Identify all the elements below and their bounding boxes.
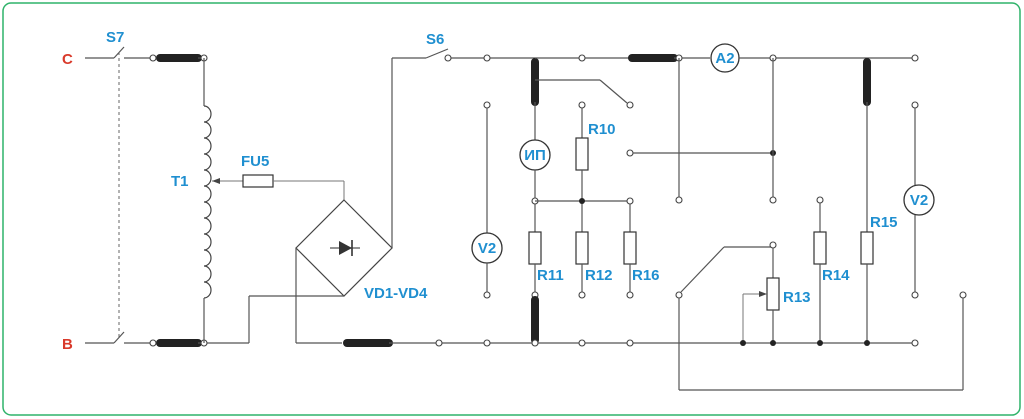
voltmeter-v2-right-label: V2: [910, 192, 928, 209]
input-section: [85, 46, 345, 347]
resistor-r10: [575, 137, 589, 171]
resistor-r14: [813, 231, 827, 265]
terminal-c-label: C: [62, 51, 73, 68]
resistor-r12: [575, 231, 589, 265]
bottom-rail: [343, 339, 919, 347]
resistor-r15-label: R15: [870, 214, 898, 231]
switch-selector-blade: [599, 79, 628, 104]
top-rail: [425, 43, 919, 106]
switch-r13-blade: [680, 246, 725, 293]
resistor-r11-label: R11: [537, 267, 564, 284]
measurement-section: [471, 58, 967, 391]
rectifier-label: VD1-VD4: [364, 285, 428, 302]
meter-ip-label: ИП: [524, 147, 546, 164]
r13-wiper-arrow: [759, 291, 767, 297]
switch-s7-label: S7: [106, 29, 124, 46]
transformer-t1-label: T1: [171, 173, 189, 190]
switch-s6-blade: [425, 48, 449, 59]
fuse-fu5: [242, 174, 274, 188]
resistor-r10-label: R10: [588, 121, 616, 138]
terminal-b-label: B: [62, 336, 73, 353]
resistor-r11: [528, 231, 542, 265]
fuse-fu5-label: FU5: [241, 153, 269, 170]
labels: C B S7 S6 T1 FU5 VD1-VD4 ИП A2 V2 V2 R10…: [62, 29, 928, 353]
resistor-r16-label: R16: [632, 267, 660, 284]
switch-s7-lower-blade: [113, 331, 125, 344]
resistor-r16: [623, 231, 637, 265]
resistor-r14-label: R14: [822, 267, 850, 284]
resistor-r13: [766, 277, 780, 311]
diode-icon: [339, 241, 352, 255]
rectifier-vd1-vd4: [248, 57, 426, 344]
voltmeter-v2-right: [903, 184, 935, 216]
switch-s6-label: S6: [426, 31, 444, 48]
resistor-r12-label: R12: [585, 267, 613, 284]
resistor-r13-label: R13: [783, 289, 811, 306]
transformer-tap-arrow: [212, 178, 220, 184]
transformer-t1-winding: [203, 105, 212, 299]
voltmeter-v2-left-label: V2: [478, 240, 496, 257]
resistor-r15: [860, 231, 874, 265]
ammeter-a2-label: A2: [715, 50, 734, 67]
